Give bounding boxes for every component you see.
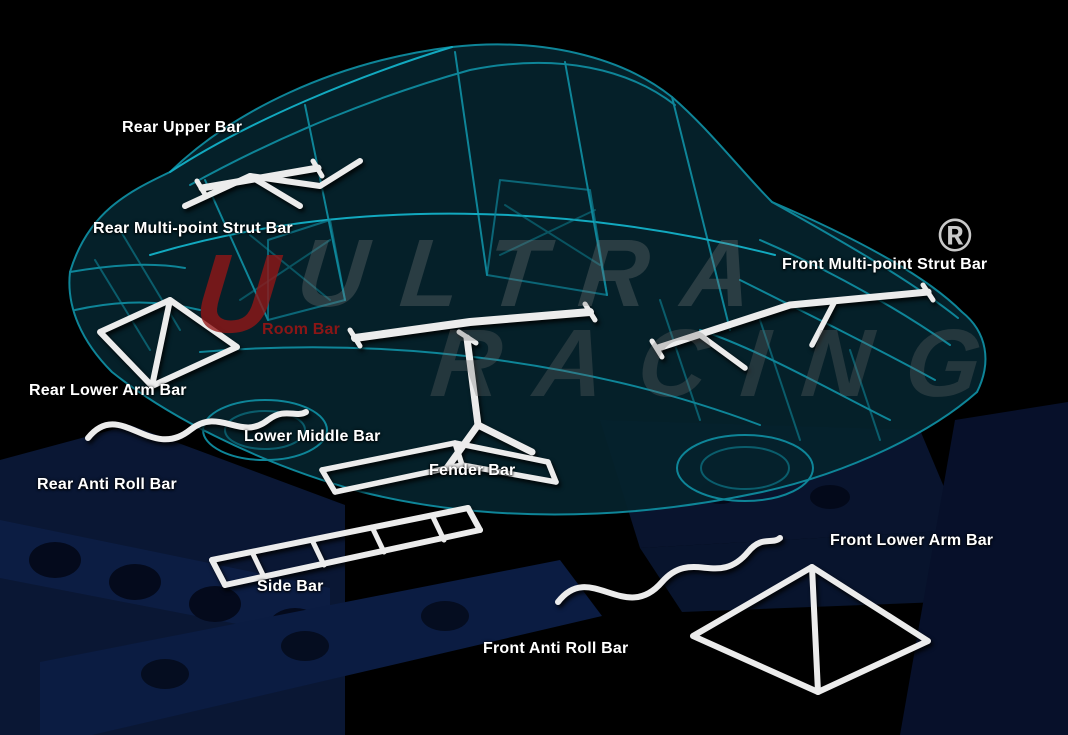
front-multi-point-strut-bar-graphic [649, 282, 936, 371]
label-fender-bar: Fender Bar [429, 462, 516, 479]
front-lower-arm-bar-graphic [690, 564, 931, 695]
registered-trademark-icon: ® [938, 209, 972, 261]
label-rear-lower-arm-bar: Rear Lower Arm Bar [29, 382, 187, 399]
label-rear-anti-roll-bar: Rear Anti Roll Bar [37, 476, 177, 493]
label-front-anti-roll-bar: Front Anti Roll Bar [483, 640, 629, 657]
label-rear-multi-point-strut-bar: Rear Multi-point Strut Bar [93, 220, 293, 237]
front-anti-roll-bar-graphic [555, 535, 783, 605]
label-front-lower-arm-bar: Front Lower Arm Bar [830, 532, 994, 549]
rear-lower-arm-bar-graphic [97, 297, 240, 389]
bench-platform [0, 402, 1068, 735]
label-rear-upper-bar: Rear Upper Bar [122, 119, 243, 136]
car-body-wireframe [68, 43, 987, 516]
label-room-bar: Room Bar [262, 321, 341, 338]
room-bar-graphic [347, 301, 598, 349]
side-bar-graphic [209, 505, 483, 588]
label-side-bar: Side Bar [257, 578, 324, 595]
label-front-multi-point-strut-bar: Front Multi-point Strut Bar [782, 256, 988, 273]
rear-multi-point-strut-bar-graphic [182, 158, 363, 209]
fender-bar-graphic [443, 329, 536, 472]
label-lower-middle-bar: Lower Middle Bar [244, 428, 381, 445]
rear-anti-roll-bar-graphic [85, 409, 309, 443]
